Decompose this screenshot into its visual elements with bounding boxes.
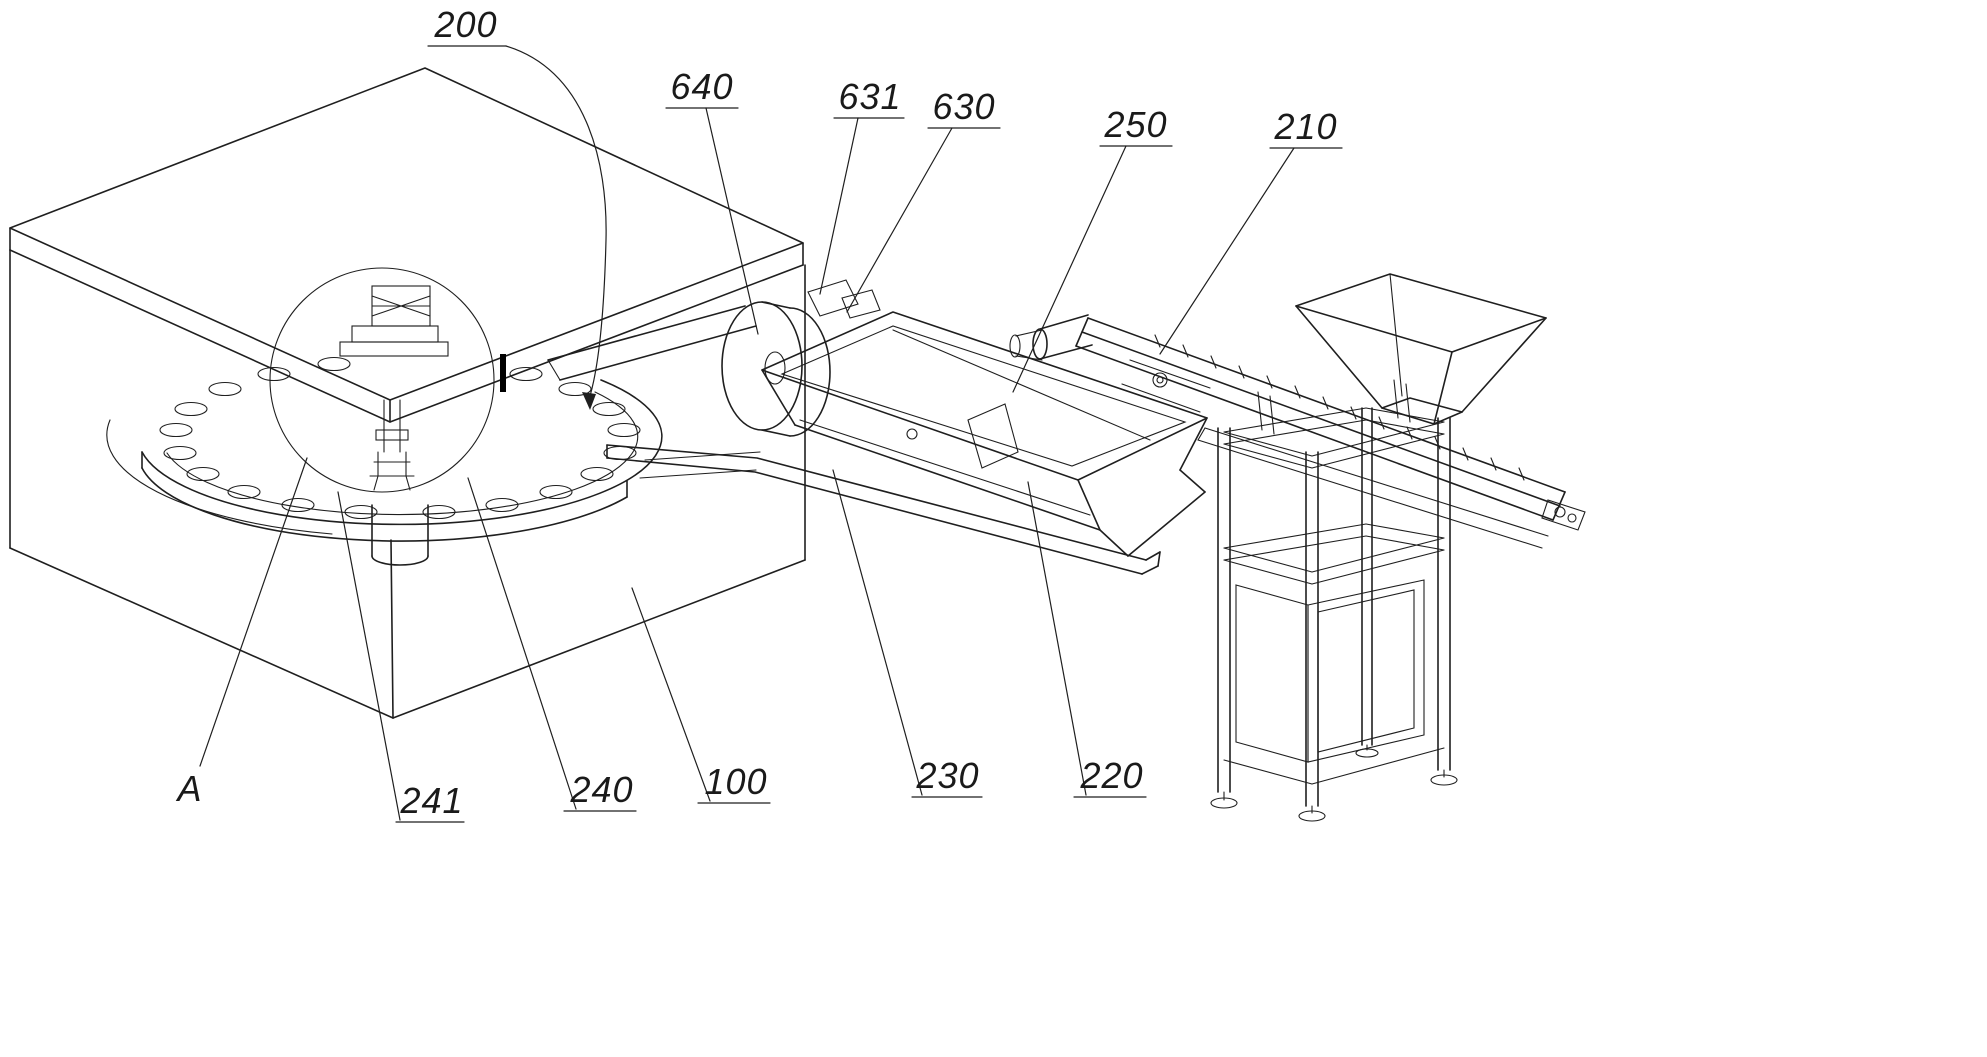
- ref-label-230: 230: [916, 755, 980, 796]
- ref-label-210: 210: [1274, 106, 1338, 147]
- ref-label-250: 250: [1104, 104, 1168, 145]
- upper-chute: [547, 305, 757, 381]
- ref-label-640: 640: [670, 66, 734, 107]
- discharge-chute: [606, 444, 1161, 575]
- rail-end-bracket: [1541, 499, 1586, 531]
- leveling-feet: [1210, 744, 1458, 822]
- feeder-rail: [1009, 314, 1586, 549]
- ref-label-A: A: [177, 768, 203, 809]
- guide-wheel: [721, 279, 881, 437]
- ref-label-631: 631: [838, 76, 902, 117]
- hopper-funnel: [1295, 273, 1547, 425]
- ref-label-100: 100: [704, 761, 768, 802]
- clamp-mechanism: [339, 285, 506, 491]
- ref-label-630: 630: [932, 86, 996, 127]
- leader-lines: [199, 45, 1343, 823]
- stand-frame: [1210, 379, 1458, 822]
- ref-label-240: 240: [570, 769, 634, 810]
- disc-slots: [159, 356, 641, 520]
- ref-label-241: 241: [400, 780, 464, 821]
- collecting-tray: [761, 311, 1208, 557]
- detail-circle-A: [269, 267, 495, 493]
- table-slab: [9, 67, 804, 423]
- arrowhead-200: [582, 392, 596, 410]
- ref-label-200: 200: [434, 4, 498, 45]
- ref-label-220: 220: [1080, 755, 1144, 796]
- control-cabinet: [1235, 579, 1425, 763]
- base-block: [9, 249, 806, 719]
- rotary-disc: [141, 356, 663, 566]
- rail-teeth: [1154, 334, 1525, 481]
